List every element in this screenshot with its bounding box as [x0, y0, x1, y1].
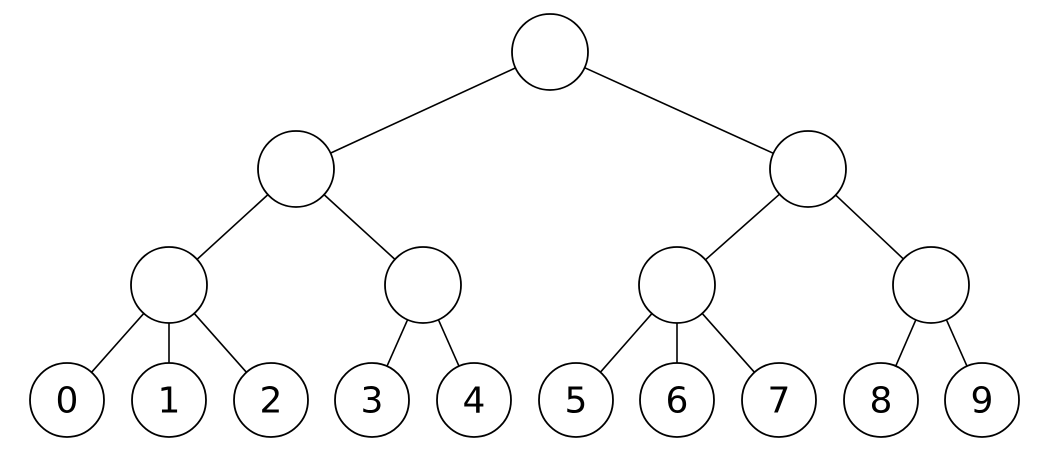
tree-edge-n1-n4 [323, 194, 396, 260]
internal-node-n3 [130, 246, 208, 324]
leaf-node-3: 3 [334, 362, 410, 438]
leaf-node-6: 6 [639, 362, 715, 438]
leaf-label: 9 [971, 381, 994, 422]
leaf-circle [639, 362, 715, 438]
tree-edge-n6-L8 [895, 319, 917, 367]
tree-edge-root-n1 [330, 67, 516, 154]
tree-edge-n3-L0 [90, 312, 145, 373]
leaf-node-2: 2 [233, 362, 309, 438]
leaf-circle [843, 362, 919, 438]
internal-node-n4 [384, 246, 462, 324]
leaf-node-5: 5 [538, 362, 614, 438]
leaf-label: 0 [56, 381, 79, 422]
leaf-label: 4 [463, 381, 486, 422]
leaf-circle [944, 362, 1020, 438]
leaf-label: 2 [260, 381, 283, 422]
internal-node-n2 [769, 130, 847, 208]
internal-node-n5 [638, 246, 716, 324]
leaf-circle [334, 362, 410, 438]
leaf-label: 7 [768, 381, 791, 422]
tree-edges [90, 66, 968, 373]
leaf-circle [741, 362, 817, 438]
leaf-node-1: 1 [131, 362, 207, 438]
leaf-label: 8 [870, 381, 893, 422]
leaf-label: 1 [158, 381, 181, 422]
tree-edge-n5-L5 [599, 313, 653, 373]
tree-edge-n2-n6 [835, 194, 904, 260]
leaf-node-9: 9 [944, 362, 1020, 438]
leaf-circle [436, 362, 512, 438]
leaf-node-0: 0 [29, 362, 105, 438]
internal-node-root [511, 13, 589, 91]
internal-node-n1 [257, 130, 335, 208]
leaf-circle [131, 362, 207, 438]
leaf-circle [233, 362, 309, 438]
tree-edge-n1-n3 [196, 194, 269, 260]
leaf-node-8: 8 [843, 362, 919, 438]
tree-edge-n4-L3 [386, 319, 409, 367]
tree-edge-root-n2 [584, 66, 774, 155]
leaf-circle [29, 362, 105, 438]
tree-nodes: 0 1 2 3 4 5 6 7 8 9 [29, 13, 1020, 438]
tree-edge-n4-L4 [437, 319, 460, 367]
tree-edge-n2-n5 [704, 193, 781, 261]
tree-edge-n3-L2 [193, 312, 248, 373]
leaf-node-7: 7 [741, 362, 817, 438]
leaf-circle [538, 362, 614, 438]
leaf-label: 3 [361, 381, 384, 422]
leaf-label: 6 [666, 381, 689, 422]
tree-edge-n5-L7 [701, 312, 756, 373]
leaf-node-4: 4 [436, 362, 512, 438]
tree-edge-n6-L9 [945, 319, 968, 367]
leaf-label: 5 [565, 381, 588, 422]
internal-node-n6 [892, 246, 970, 324]
